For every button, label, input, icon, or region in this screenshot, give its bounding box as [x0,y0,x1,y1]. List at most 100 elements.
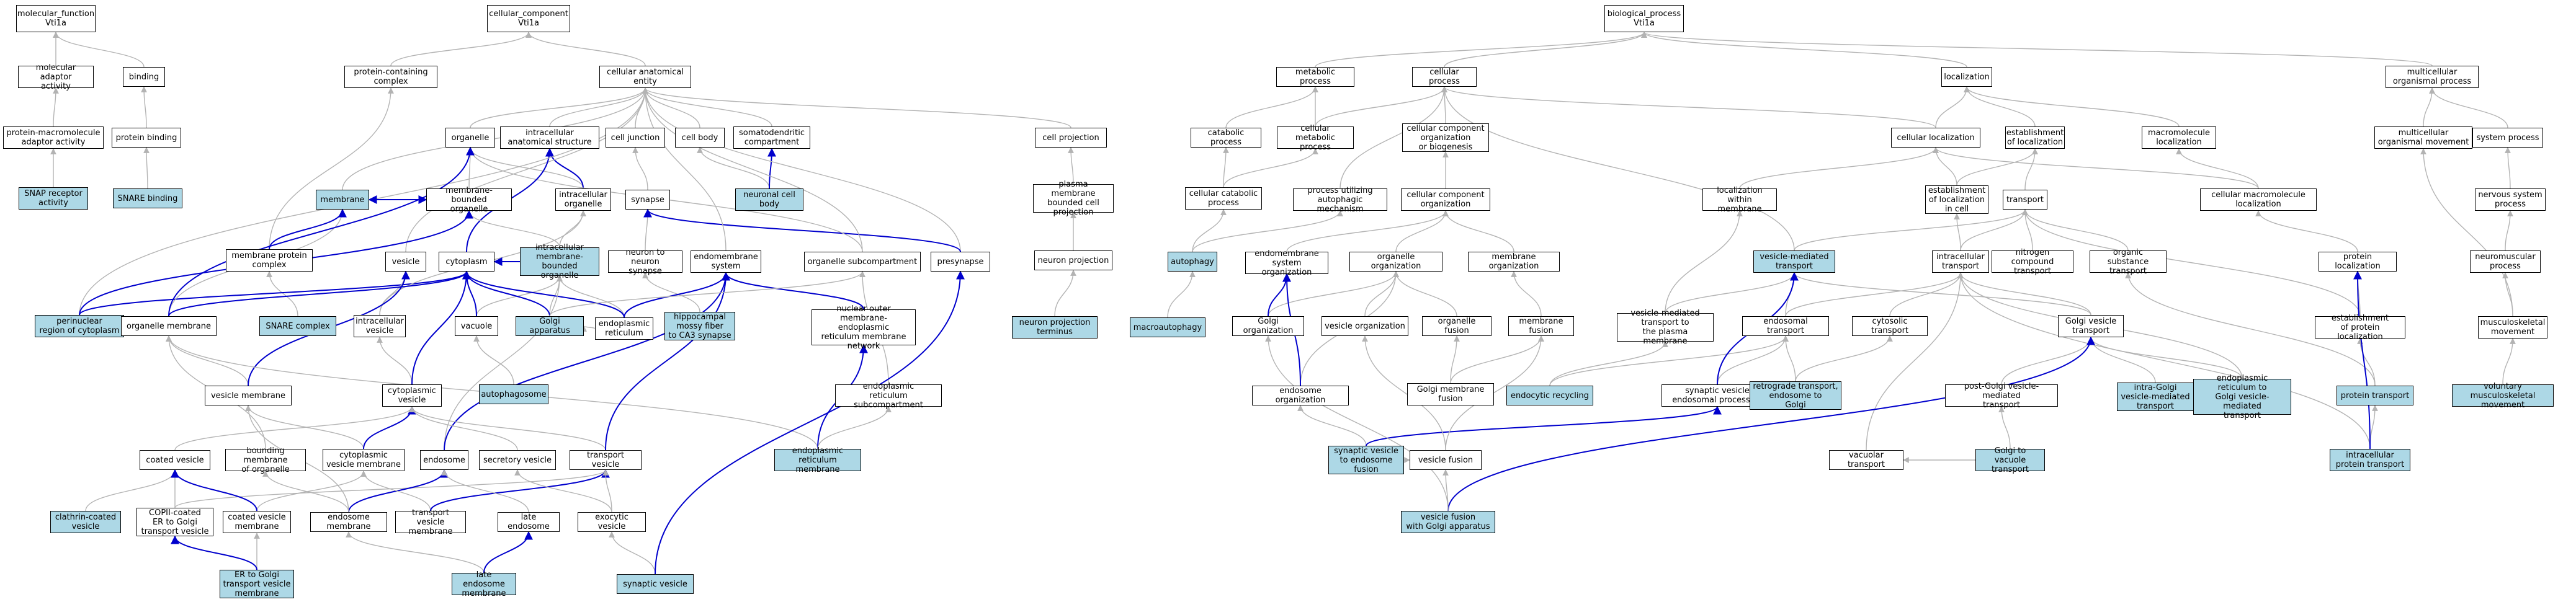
go-term-trv[interactable]: transport vesicle [570,450,642,470]
go-term-pt[interactable]: protein transport [2337,386,2413,405]
go-term-catp[interactable]: catabolic process [1191,128,1261,148]
go-term-pb[interactable]: protein binding [112,128,181,148]
go-term-org[interactable]: organelle [445,128,495,148]
go-term-cvmem[interactable]: coated vesicle membrane [223,511,291,533]
go-term-erm[interactable]: endoplasmic reticulum membrane [774,446,861,474]
go-term-endo[interactable]: endosome [420,450,468,470]
go-term-estl[interactable]: establishment of localization [2005,126,2065,149]
go-term-npt[interactable]: neuron projection terminus [1012,316,1098,339]
go-term-elic[interactable]: establishment of localization in cell [1925,185,1988,214]
go-term-vmtpm[interactable]: vesicle-mediated transport to the plasma… [1617,309,1714,346]
go-term-mf[interactable]: molecular_function Vti1a [16,5,96,32]
go-term-ccv[interactable]: clathrin-coated vesicle [50,511,121,533]
go-term-mem[interactable]: membrane [316,190,369,210]
go-term-cproj[interactable]: cell projection [1035,128,1107,148]
go-term-vact[interactable]: vacuolar transport [1829,450,1903,470]
go-term-tvm[interactable]: transport vesicle membrane [395,508,466,536]
go-term-pl[interactable]: protein localization [2319,252,2397,272]
go-term-snc[interactable]: SNARE complex [259,316,336,336]
go-term-sysp[interactable]: system process [2472,128,2543,148]
go-term-om[interactable]: organelle membrane [121,316,217,336]
go-term-pcc[interactable]: protein-containing complex [344,66,437,88]
go-term-endt[interactable]: endosomal transport [1742,316,1829,336]
go-term-ergv[interactable]: ER to Golgi transport vesicle membrane [220,570,294,598]
go-term-cloc[interactable]: cellular localization [1891,128,1980,148]
go-term-cellp[interactable]: cellular process [1412,67,1477,87]
go-term-bmo[interactable]: bounding membrane of organelle [225,446,306,474]
go-term-veso[interactable]: vesicle organization [1322,316,1408,336]
go-term-cco[interactable]: cellular component organization [1401,188,1490,211]
go-term-nom[interactable]: nuclear outer membrane-endoplasmic retic… [812,304,916,351]
go-term-pmaa[interactable]: protein-macromolecule adaptor activity [3,126,104,149]
go-term-le[interactable]: late endosome [498,512,560,532]
go-term-copii[interactable]: COPII-coated ER to Golgi transport vesic… [136,508,213,536]
go-term-osc[interactable]: organelle subcompartment [804,252,921,272]
go-term-vfga[interactable]: vesicle fusion with Golgi apparatus [1401,511,1495,533]
go-term-sdc[interactable]: somatodendritic compartment [733,126,810,149]
go-term-pgvt[interactable]: post-Golgi vesicle-mediated transport [1945,382,2058,410]
go-term-cae[interactable]: cellular anatomical entity [599,66,691,88]
go-term-aph[interactable]: autophagosome [479,384,548,404]
go-term-memf[interactable]: membrane fusion [1508,316,1574,336]
go-term-vf[interactable]: vesicle fusion [1410,450,1482,470]
go-term-puam[interactable]: process utilizing autophagic mechanism [1293,186,1387,214]
go-term-io[interactable]: intracellular organelle [555,188,611,211]
go-term-endoo[interactable]: endosome organization [1252,386,1349,405]
go-term-em[interactable]: endosome membrane [310,512,387,532]
go-term-cc[interactable]: cellular_component Vti1a [487,5,570,32]
go-term-macl[interactable]: macromolecule localization [2142,126,2216,149]
go-term-bp[interactable]: biological_process Vti1a [1604,5,1684,32]
go-term-ncb[interactable]: neuronal cell body [735,188,803,211]
go-term-cb[interactable]: cell body [675,128,725,148]
go-term-ost[interactable]: organic substance transport [2090,248,2167,276]
go-term-golo[interactable]: Golgi organization [1232,316,1304,336]
go-term-endr[interactable]: endocytic recycling [1506,386,1593,405]
go-term-emso[interactable]: endomembrane system organization [1245,249,1328,277]
go-term-mop[interactable]: multicellular organismal process [2386,66,2479,88]
go-term-sv[interactable]: synaptic vesicle [617,574,694,594]
go-term-snrb[interactable]: SNARE binding [113,188,182,208]
go-term-ems[interactable]: endomembrane system [691,250,761,273]
go-term-mbo[interactable]: membrane-bounded organelle [426,186,512,214]
go-term-cml[interactable]: cellular macromolecule localization [2200,188,2317,211]
go-term-autoph[interactable]: autophagy [1168,252,1217,272]
go-term-iv[interactable]: intracellular vesicle [354,315,406,337]
go-term-nsp[interactable]: nervous system process [2475,188,2546,211]
go-term-er[interactable]: endoplasmic reticulum [595,317,653,340]
go-term-imbo[interactable]: intracellular membrane-bounded organelle [520,243,599,280]
go-term-mpc[interactable]: membrane protein complex [226,249,313,272]
go-term-nct[interactable]: nitrogen compound transport [1992,248,2073,276]
go-term-cvm[interactable]: cytoplasmic vesicle membrane [323,449,405,471]
go-term-hmf[interactable]: hippocampal mossy fiber to CA3 synapse [664,312,735,340]
go-term-vm[interactable]: vesicle membrane [205,386,292,405]
go-term-loc[interactable]: localization [1941,67,1992,87]
go-term-bind[interactable]: binding [123,67,165,87]
go-term-secv[interactable]: secretory vesicle [479,450,556,470]
go-term-vmt[interactable]: vesicle-mediated transport [1753,250,1835,273]
go-term-golgi[interactable]: Golgi apparatus [516,316,584,336]
go-term-orgo[interactable]: organelle organization [1349,252,1442,272]
go-term-epl[interactable]: establishment of protein localization [2315,314,2405,342]
go-term-ccob[interactable]: cellular component organization or bioge… [1402,123,1489,152]
go-term-svtef[interactable]: synaptic vesicle to endosome fusion [1328,446,1404,474]
go-term-gvt[interactable]: Golgi vesicle transport [2058,315,2124,337]
go-term-rtet[interactable]: retrograde transport, endosome to Golgi [1750,381,1841,410]
go-term-cv[interactable]: cytoplasmic vesicle [382,384,442,407]
go-term-cmp[interactable]: cellular metabolic process [1277,124,1354,152]
go-term-trans[interactable]: transport [2003,190,2047,210]
go-term-snra[interactable]: SNAP receptor activity [19,187,88,210]
go-term-ersc[interactable]: endoplasmic reticulum subcompartment [835,382,942,410]
go-term-ves[interactable]: vesicle [385,252,426,272]
go-term-exv[interactable]: exocytic vesicle [578,512,646,532]
go-term-lwm[interactable]: localization within membrane [1702,186,1777,214]
go-term-coatv[interactable]: coated vesicle [140,450,210,470]
go-term-pmbcp[interactable]: plasma membrane bounded cell projection [1033,180,1114,217]
go-term-vmm[interactable]: voluntary musculoskeletal movement [2452,382,2554,410]
go-term-syn[interactable]: synapse [625,190,670,210]
go-term-cyto[interactable]: cytoplasm [439,252,494,272]
go-term-memo[interactable]: membrane organization [1468,252,1560,272]
go-term-macro[interactable]: macroautophagy [1130,317,1205,337]
go-term-metp[interactable]: metabolic process [1276,67,1354,87]
go-term-lem[interactable]: late endosome membrane [452,570,516,598]
go-term-ntns[interactable]: neuron to neuron synapse [608,248,682,276]
